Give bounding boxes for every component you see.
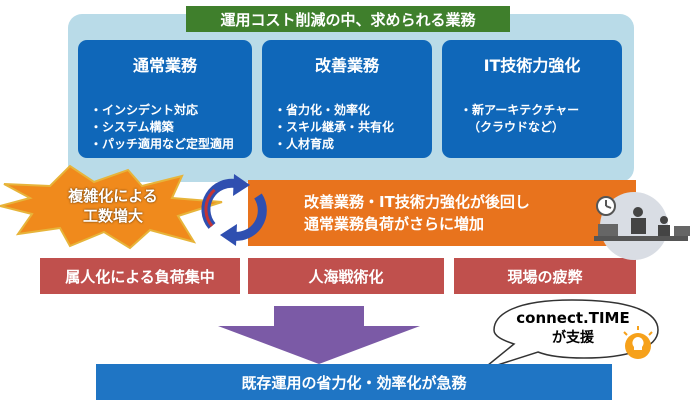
- card-list: ・新アーキテクチャー （クラウドなど）: [454, 102, 610, 136]
- burst-label: 複雑化による 工数増大: [38, 186, 188, 226]
- burst-line: 工数増大: [38, 206, 188, 226]
- card-title: 通常業務: [90, 52, 240, 76]
- list-item: ・スキル継承・共有化: [274, 119, 420, 136]
- card-list: ・省力化・効率化 ・スキル継承・共有化 ・人材育成: [274, 102, 420, 153]
- result-bar: 既存運用の省力化・効率化が急務: [96, 364, 612, 400]
- list-item: ・人材育成: [274, 136, 420, 153]
- list-item: ・新アーキテクチャー: [460, 102, 610, 119]
- list-item: （クラウドなど）: [460, 119, 610, 136]
- card-title: 改善業務: [274, 52, 420, 76]
- list-item: ・システム構築: [90, 119, 240, 136]
- support-text: が支援: [498, 328, 648, 348]
- bubble-label: connect.TIME が支援: [498, 308, 648, 348]
- list-item: ・省力化・効率化: [274, 102, 420, 119]
- cycle-icon: [198, 174, 272, 246]
- product-name: connect.TIME: [498, 308, 648, 328]
- card-normal-business: 通常業務 ・インシデント対応 ・システム構築 ・パッチ適用など定型適用: [78, 40, 252, 158]
- problem-box: 属人化による負荷集中: [40, 258, 240, 294]
- burst-line: 複雑化による: [38, 186, 188, 206]
- problem-box: 人海戦術化: [248, 258, 444, 294]
- problem-box: 現場の疲弊: [454, 258, 636, 294]
- panel-title: 運用コスト削減の中、求められる業務: [186, 6, 510, 32]
- list-item: ・インシデント対応: [90, 102, 240, 119]
- down-arrow-icon: [214, 306, 424, 364]
- card-it-skill: IT技術力強化 ・新アーキテクチャー （クラウドなど）: [442, 40, 622, 158]
- list-item: ・パッチ適用など定型適用: [90, 136, 240, 153]
- card-title: IT技術力強化: [454, 52, 610, 76]
- card-improvement-business: 改善業務 ・省力化・効率化 ・スキル継承・共有化 ・人材育成: [262, 40, 432, 158]
- card-list: ・インシデント対応 ・システム構築 ・パッチ適用など定型適用: [90, 102, 240, 153]
- office-worker-icon: [576, 190, 696, 262]
